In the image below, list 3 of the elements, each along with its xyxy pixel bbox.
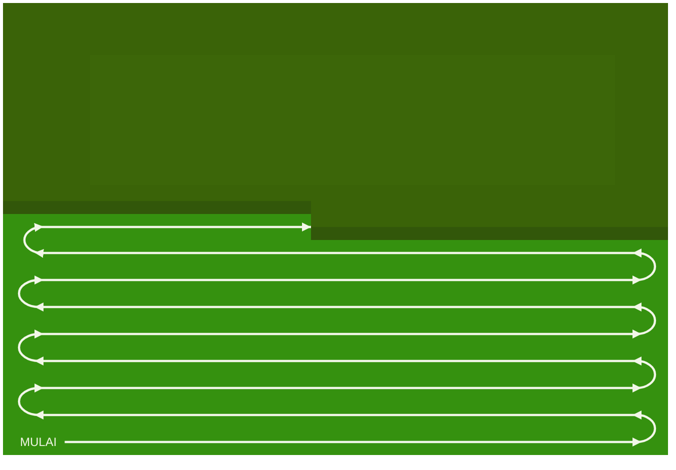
start-label: MULAI (20, 435, 57, 449)
uncut-grass-area (3, 3, 668, 240)
mowing-path-arrow (18, 222, 656, 446)
